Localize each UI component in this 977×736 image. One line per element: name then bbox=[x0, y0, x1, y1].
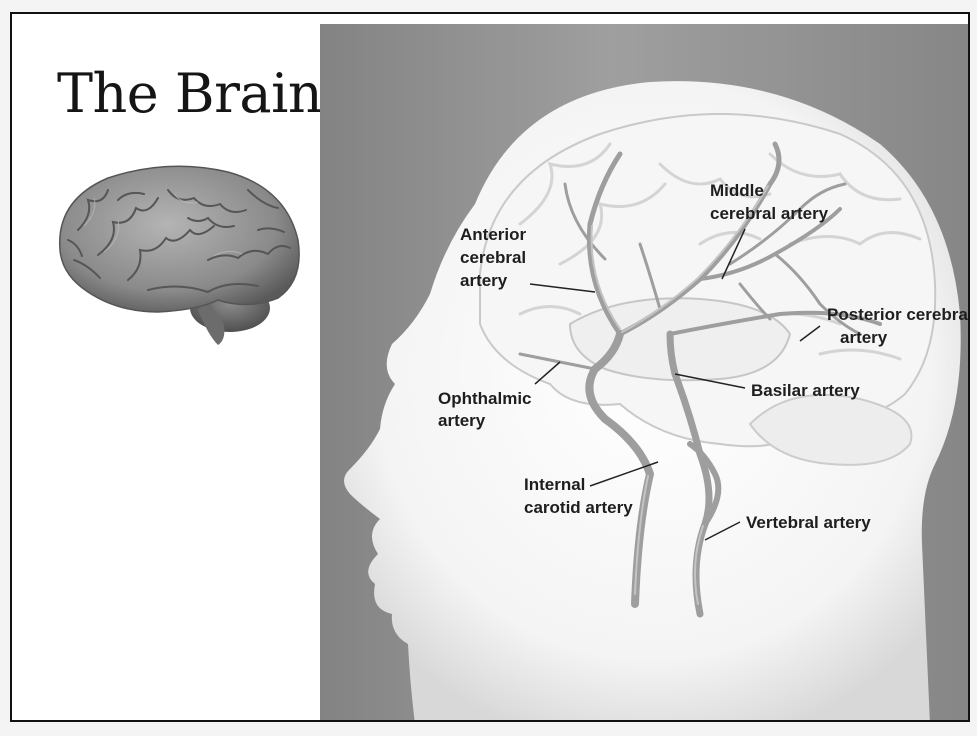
slide: The Brain bbox=[10, 12, 970, 722]
label-vertebral-artery: Vertebral artery bbox=[746, 513, 871, 532]
brain-photo bbox=[48, 160, 308, 360]
label-basilar-artery: Basilar artery bbox=[751, 381, 860, 400]
cerebral-arteries-diagram: Anterior cerebral artery Middle cerebral… bbox=[320, 24, 970, 722]
slide-title: The Brain bbox=[57, 62, 322, 125]
